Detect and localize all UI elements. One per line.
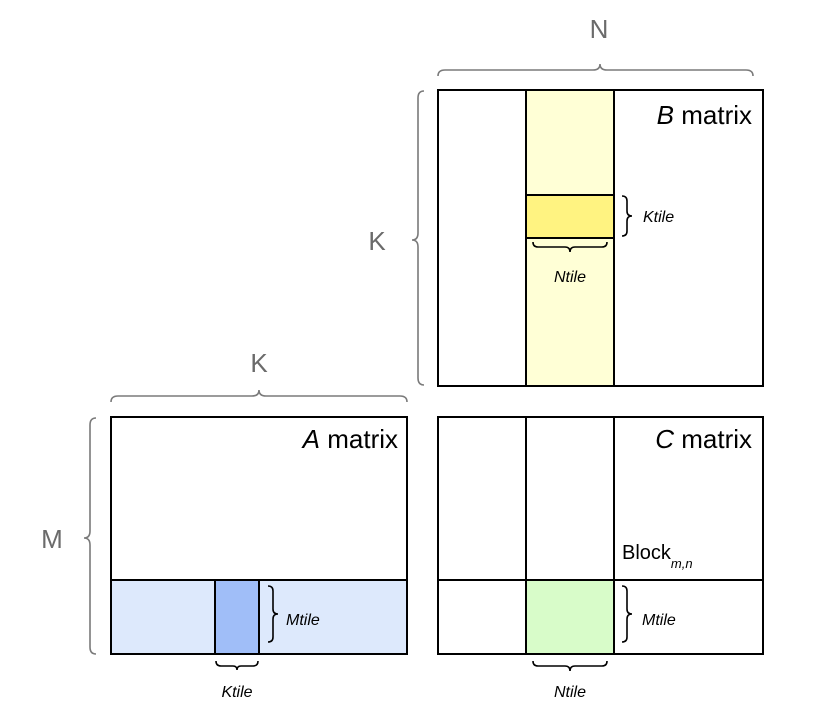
n-dimension-brace (437, 63, 754, 77)
a-matrix-title: A matrix (301, 424, 398, 454)
c-matrix-title: C matrix (655, 424, 752, 454)
b-ntile-label: Ntile (554, 269, 586, 286)
a-mtile-label: Mtile (286, 612, 320, 629)
c-mtile-label: Mtile (642, 612, 676, 629)
b-tile (525, 194, 615, 239)
a-ktile-brace (215, 660, 259, 671)
k-dimension-label-vertical: K (368, 226, 386, 256)
k-dimension-brace-horizontal (110, 389, 408, 403)
c-ntile-label: Ntile (554, 684, 586, 701)
c-matrix: C matrix Blockm,n Mtile Ntile (437, 416, 764, 701)
b-ntile-brace (532, 241, 608, 253)
c-ntile-brace (532, 660, 608, 672)
a-mtile-brace (267, 585, 279, 643)
c-tile (525, 579, 615, 655)
b-ktile-brace (621, 195, 633, 237)
n-dimension-label: N (590, 14, 609, 44)
k-dimension-label-horizontal: K (250, 348, 268, 378)
a-matrix: A matrix Mtile Ktile (110, 416, 408, 701)
b-matrix: B matrix Ktile Ntile (437, 89, 764, 387)
a-tile (214, 579, 260, 655)
m-dimension-label: M (41, 524, 63, 554)
b-ktile-label: Ktile (643, 209, 674, 226)
b-matrix-title: B matrix (657, 100, 752, 130)
a-ktile-label: Ktile (221, 684, 252, 701)
c-mtile-brace (621, 585, 633, 643)
m-dimension-brace (83, 417, 97, 655)
block-label: Blockm,n (622, 542, 693, 571)
k-dimension-brace-vertical (411, 90, 425, 386)
